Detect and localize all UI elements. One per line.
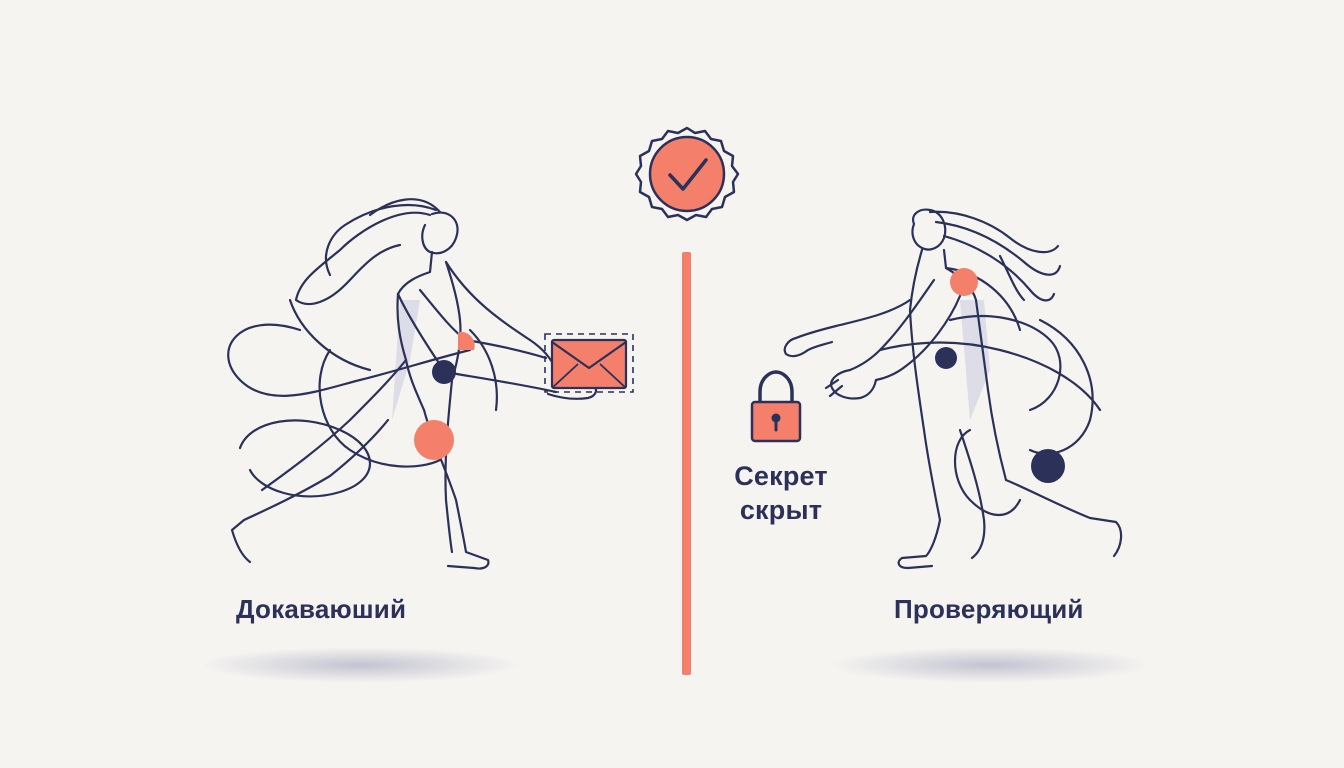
verifier-ground-shadow <box>830 647 1150 683</box>
verifier-label: Проверяющий <box>894 594 1084 624</box>
verifier-dot-2 <box>935 347 957 369</box>
prover-ground-shadow <box>200 647 520 683</box>
secret-hidden-line-2: скрыт <box>739 495 823 525</box>
prover-figure <box>227 198 598 570</box>
verifier-dot-1 <box>950 268 978 296</box>
center-divider <box>682 252 691 675</box>
secret-hidden-label: Секрет скрыт <box>716 459 846 527</box>
prover-label: Докаваюший <box>236 594 407 624</box>
verifier-figure <box>783 208 1123 570</box>
checkmark-seal-icon <box>634 126 740 222</box>
prover-dot-2 <box>432 360 456 384</box>
padlock-icon <box>750 370 802 443</box>
prover-dot-1 <box>414 420 454 460</box>
prover-dot-3 <box>458 331 475 350</box>
verifier-dot-3 <box>1031 449 1065 483</box>
secret-hidden-line-1: Секрет <box>734 461 828 491</box>
envelope-icon <box>544 333 634 393</box>
